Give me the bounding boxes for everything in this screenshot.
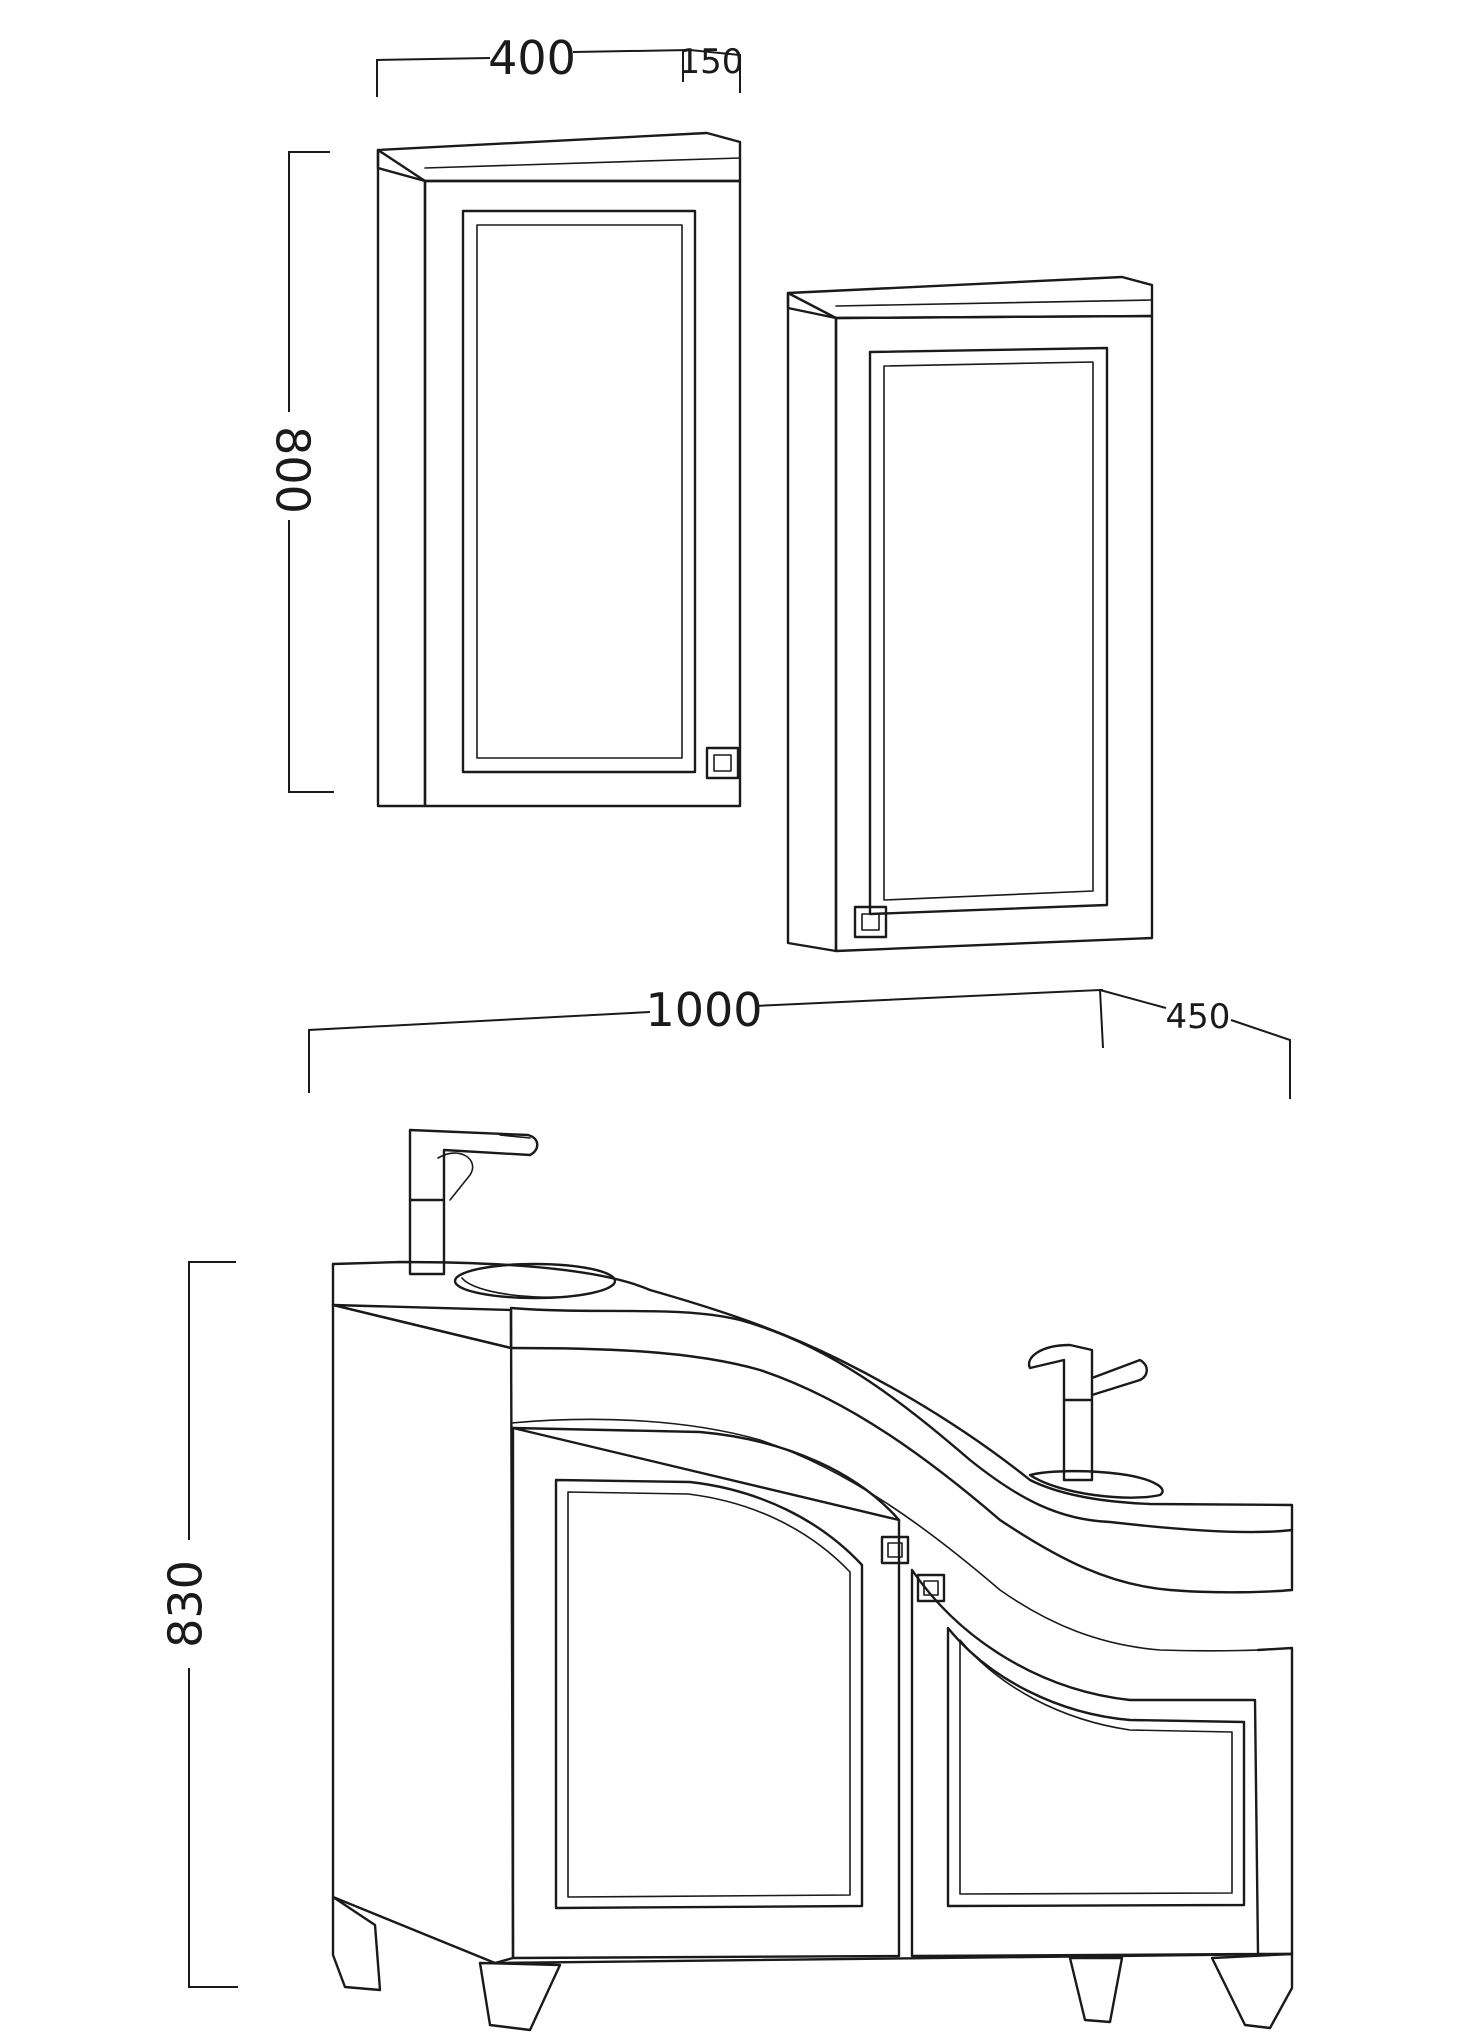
- cabinet-knob-icon: [705, 746, 740, 780]
- cabinet-knob-icon: [853, 905, 888, 939]
- upper-cabinet-right: [786, 275, 1154, 953]
- upper-width-label: 400: [488, 31, 576, 85]
- cabinet-knob-icon: [880, 1535, 910, 1565]
- upper-height-dimension: 800: [266, 151, 334, 793]
- base-height-dimension: 830: [159, 1261, 238, 1988]
- upper-depth-label: 150: [679, 42, 744, 82]
- upper-width-dimension: 400 150: [376, 31, 744, 97]
- upper-cabinet-left: [376, 131, 742, 808]
- base-width-dimension: 1000 450: [308, 983, 1291, 1099]
- basin-icon: [1028, 1469, 1164, 1499]
- base-vanity: [331, 1128, 1294, 2032]
- faucet-icon: [408, 1128, 539, 1276]
- basin-icon: [453, 1262, 617, 1300]
- base-depth-label: 450: [1166, 997, 1231, 1037]
- base-height-label: 830: [159, 1560, 213, 1648]
- upper-height-label: 800: [266, 426, 320, 514]
- vanity-legs: [331, 1895, 1294, 2032]
- cabinet-knob-icon: [916, 1573, 946, 1603]
- base-width-label: 1000: [645, 983, 762, 1037]
- faucet-icon: [1027, 1343, 1148, 1482]
